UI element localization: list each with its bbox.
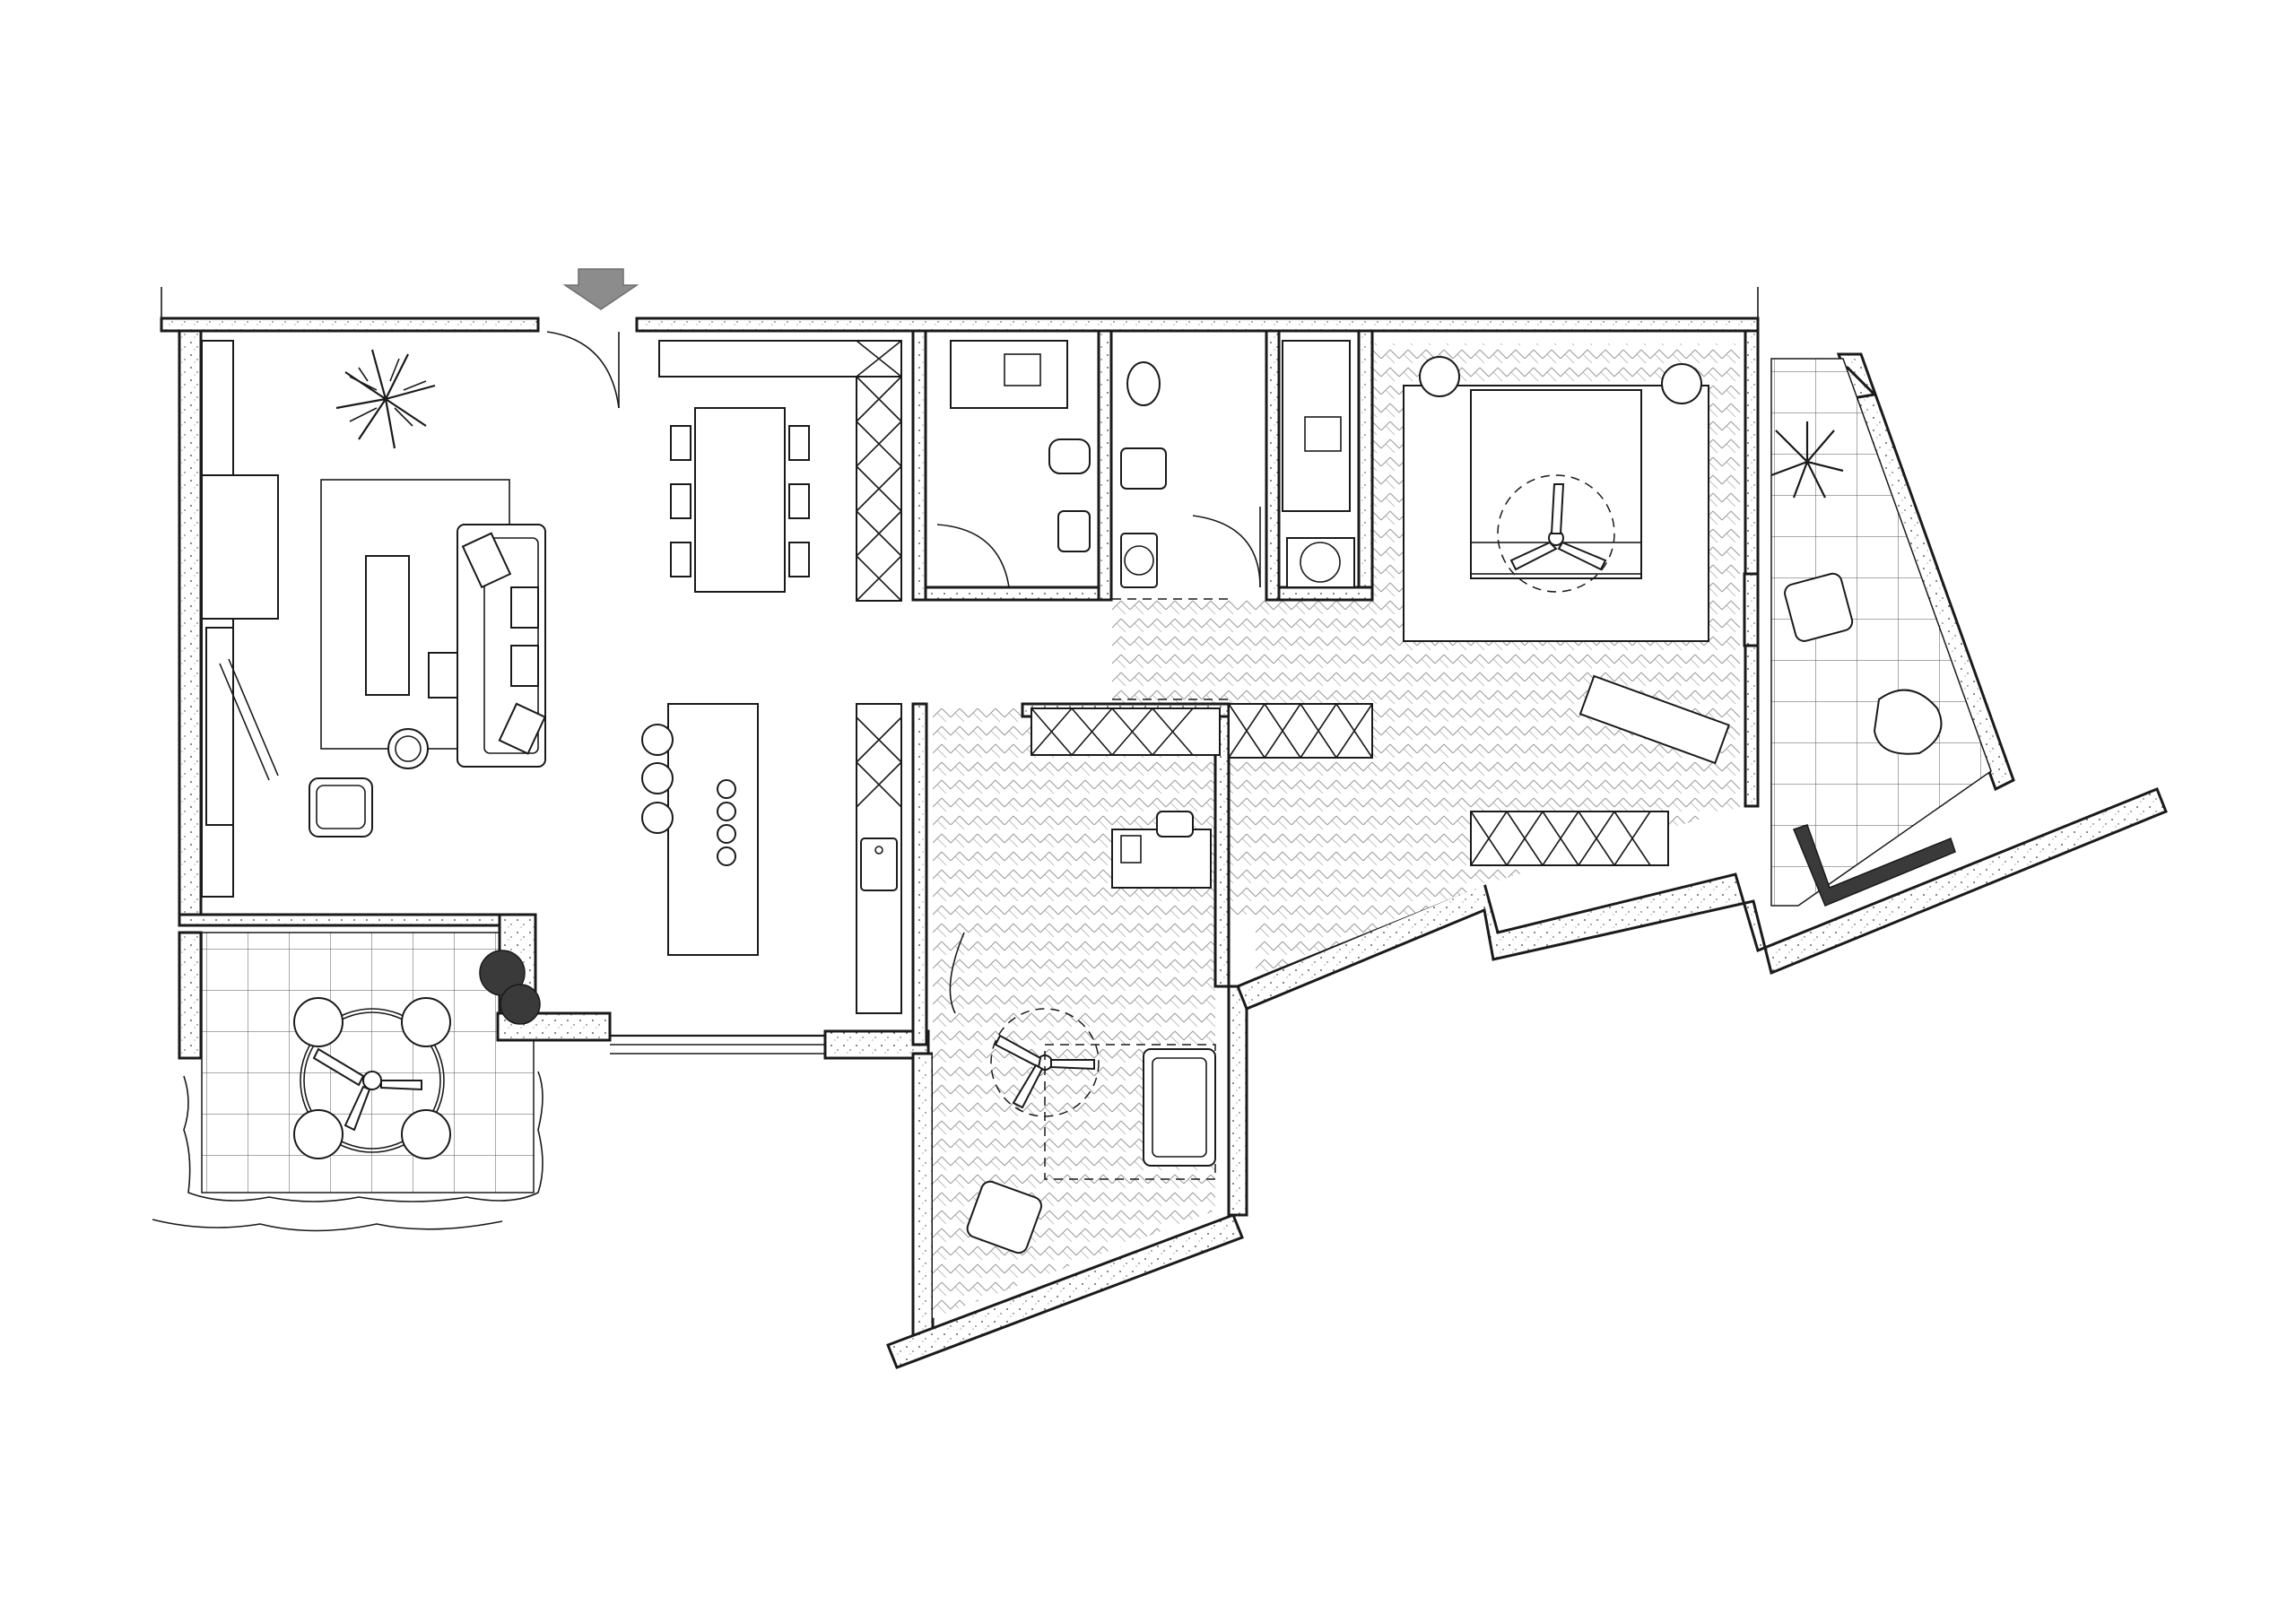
wc (1120, 361, 1167, 588)
living-room (201, 340, 546, 898)
dining-area (670, 407, 810, 593)
bathroom (950, 340, 1091, 552)
entrance-arrow (562, 268, 639, 310)
exterior-walls (160, 287, 2168, 1369)
floor-areas (201, 343, 1992, 1318)
loggia-terrace (152, 950, 544, 1232)
ceiling-fan-icon (1497, 474, 1615, 593)
interior-walls (178, 329, 1760, 1046)
doors (546, 331, 1261, 1014)
study-bedroom (966, 707, 1221, 1254)
plant-icon (335, 349, 436, 449)
corner-balcony (1770, 421, 1956, 907)
ceiling-fan-icon (312, 1047, 422, 1132)
plant-icon (1770, 421, 1844, 499)
kitchen (641, 340, 902, 1014)
cooktop-icon (717, 779, 736, 866)
master-bedroom (1112, 356, 1730, 866)
laundry (1282, 340, 1355, 588)
